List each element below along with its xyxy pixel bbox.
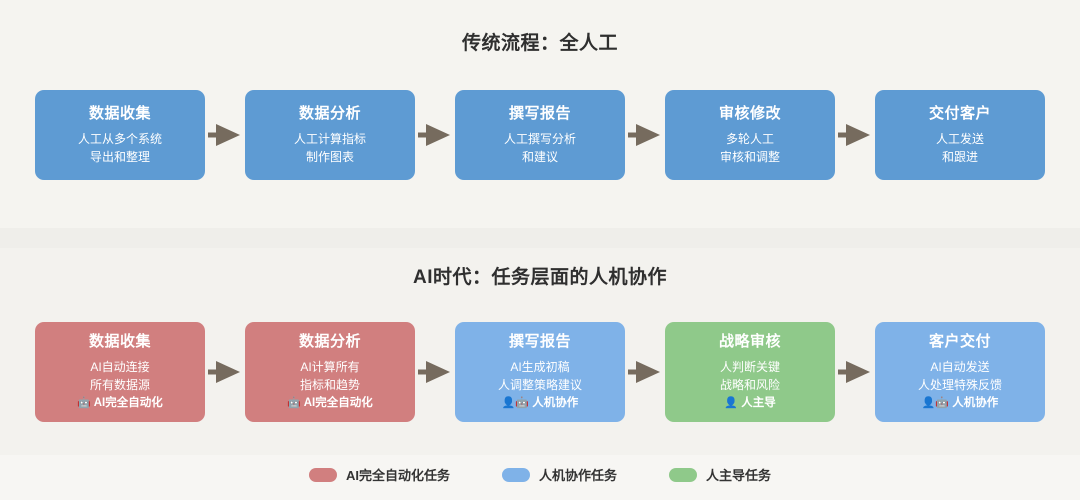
legend-swatch xyxy=(669,467,697,482)
flow-node-title: 战略审核 xyxy=(718,333,781,351)
flow-row-traditional: 数据收集人工从多个系统导出和整理数据分析人工计算指标制作图表撰写报告人工撰写分析… xyxy=(0,90,1080,180)
flow-node-desc-line: AI自动连接 xyxy=(90,359,150,374)
flow-node-desc-line: 和跟进 xyxy=(941,149,978,164)
flow-node-desc-line: 人判断关键 xyxy=(719,359,780,374)
flow-node-role-tag: 🤖 AI完全自动化 xyxy=(77,395,162,412)
flow-node-role-label: 人机协作 xyxy=(532,396,579,409)
flow-node-desc-line: 人工发送 xyxy=(935,131,984,146)
flow-node-desc-line: AI计算所有 xyxy=(300,359,360,374)
flow-node-desc-line: 多轮人工 xyxy=(725,131,774,146)
legend: AI完全自动化任务 人机协作任务 人主导任务 xyxy=(0,465,1080,484)
flow-node-desc-line: 人工从多个系统 xyxy=(77,131,162,146)
arrow-right-icon xyxy=(415,359,455,385)
robot-icon: 🤖 xyxy=(287,396,301,409)
flow-node-title: 数据收集 xyxy=(88,333,151,351)
arrow-right-icon xyxy=(835,122,875,148)
section-ai-title: AI时代：任务层面的人机协作 xyxy=(412,267,667,288)
flow-node-desc-line: 人调整策略建议 xyxy=(497,377,582,392)
flow-node-desc-line: 人工撰写分析 xyxy=(503,131,576,146)
robot-icon: 🤖 xyxy=(77,396,91,409)
arrow-right-icon xyxy=(205,122,245,148)
flow-node-desc-line: 审核和调整 xyxy=(719,149,780,164)
flow-node-desc-line: 所有数据源 xyxy=(89,377,150,392)
flow-node-desc-line: 和建议 xyxy=(521,149,558,164)
flow-node-desc-line: AI生成初稿 xyxy=(510,359,570,374)
flow-node-ai-5[interactable]: 客户交付 AI自动发送人处理特殊反馈 👤🤖 人机协作 xyxy=(875,322,1045,422)
legend-swatch xyxy=(501,467,530,482)
flow-node-traditional-4[interactable]: 审核修改多轮人工审核和调整 xyxy=(665,90,835,180)
flow-node-ai-3[interactable]: 撰写报告 AI生成初稿人调整策略建议 👤🤖 人机协作 xyxy=(455,322,625,422)
flow-node-role-tag: 👤🤖 人机协作 xyxy=(502,395,579,412)
flow-node-role-label: 人机协作 xyxy=(952,396,999,409)
person-robot-icon: 👤🤖 xyxy=(921,396,950,409)
flow-node-desc-line: 战略和风险 xyxy=(719,377,780,392)
flow-node-title: 撰写报告 xyxy=(508,333,571,351)
flow-node-role-tag: 🤖 AI完全自动化 xyxy=(287,395,372,412)
flow-node-title: 数据分析 xyxy=(298,333,361,351)
arrow-right-icon xyxy=(625,359,665,385)
flow-node-title: 审核修改 xyxy=(718,105,781,123)
arrow-right-icon xyxy=(205,359,245,385)
legend-band xyxy=(0,455,1080,500)
arrow-right-icon xyxy=(835,359,875,385)
legend-item-2: 人机协作任务 xyxy=(501,465,617,484)
person-robot-icon: 👤🤖 xyxy=(501,396,530,409)
person-icon: 👤 xyxy=(724,396,738,409)
flow-node-title: 数据分析 xyxy=(298,105,361,123)
arrow-right-icon xyxy=(415,122,455,148)
legend-swatch xyxy=(308,467,337,482)
flow-node-ai-2[interactable]: 数据分析 AI计算所有指标和趋势 🤖 AI完全自动化 xyxy=(245,322,415,422)
flow-node-ai-4[interactable]: 战略审核人判断关键战略和风险 👤 人主导 xyxy=(665,322,835,422)
flow-node-role-label: 人主导 xyxy=(741,396,776,409)
flow-node-title: 撰写报告 xyxy=(508,105,571,123)
flow-node-role-label: AI完全自动化 xyxy=(303,396,373,409)
flow-node-ai-1[interactable]: 数据收集 AI自动连接所有数据源 🤖 AI完全自动化 xyxy=(35,322,205,422)
flow-node-desc-line: 导出和整理 xyxy=(89,149,150,164)
flow-node-desc-line: 指标和趋势 xyxy=(299,377,360,392)
legend-label: AI完全自动化任务 xyxy=(345,468,450,483)
flow-node-traditional-1[interactable]: 数据收集人工从多个系统导出和整理 xyxy=(35,90,205,180)
flow-node-role-tag: 👤 人主导 xyxy=(724,395,775,412)
flow-node-desc-line: 人处理特殊反馈 xyxy=(917,377,1002,392)
flow-node-desc-line: 人工计算指标 xyxy=(293,131,366,146)
flow-node-traditional-2[interactable]: 数据分析人工计算指标制作图表 xyxy=(245,90,415,180)
flow-node-title: 客户交付 xyxy=(928,333,991,351)
flow-node-traditional-5[interactable]: 交付客户人工发送和跟进 xyxy=(875,90,1045,180)
flow-node-title: 交付客户 xyxy=(928,105,991,123)
flow-node-role-label: AI完全自动化 xyxy=(93,396,163,409)
legend-item-1: AI完全自动化任务 xyxy=(308,465,450,484)
legend-item-3: 人主导任务 xyxy=(669,465,771,484)
flow-node-role-tag: 👤🤖 人机协作 xyxy=(922,395,999,412)
flow-node-desc-line: AI自动发送 xyxy=(930,359,990,374)
flow-node-traditional-3[interactable]: 撰写报告人工撰写分析和建议 xyxy=(455,90,625,180)
legend-label: 人主导任务 xyxy=(706,468,772,483)
arrow-right-icon xyxy=(625,122,665,148)
flow-node-title: 数据收集 xyxy=(88,105,151,123)
section-traditional-title: 传统流程：全人工 xyxy=(461,33,618,54)
flow-node-desc-line: 制作图表 xyxy=(305,149,354,164)
legend-label: 人机协作任务 xyxy=(538,468,617,483)
